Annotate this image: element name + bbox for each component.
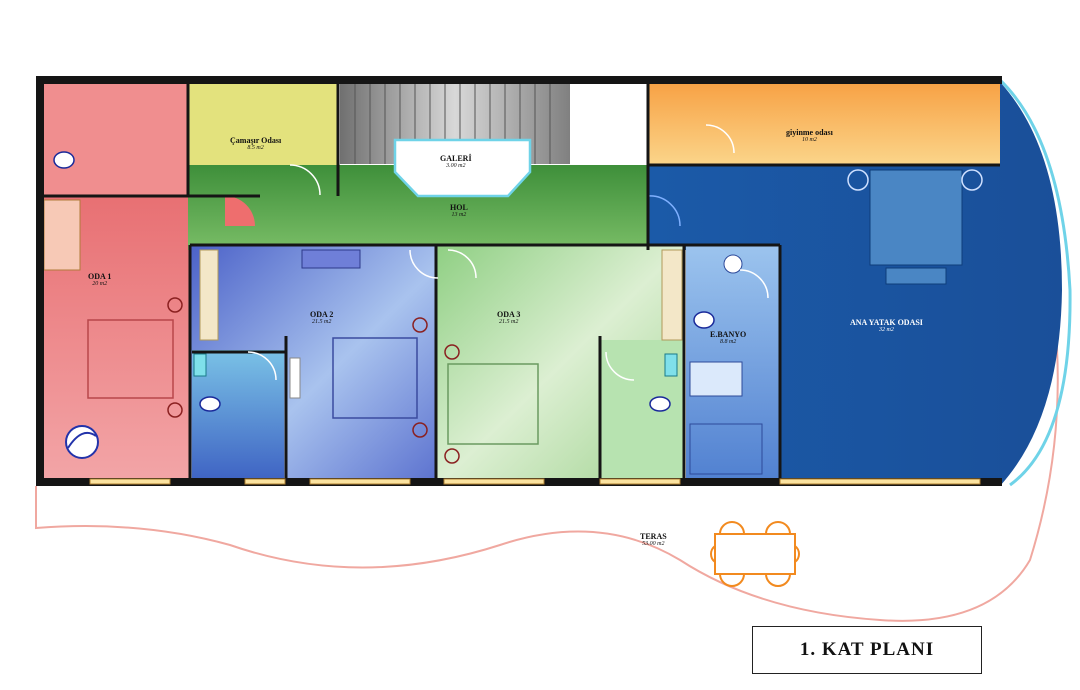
room-name: GALERİ [440,154,472,163]
terrace-table-set [710,521,800,587]
master-bed-bench [885,267,947,285]
nightstand-lamp-left [847,169,869,191]
tv-oda-2 [289,357,301,399]
label-e-banyo: E.BANYO 8.8 m2 [710,330,747,346]
inner-walls [42,82,1000,486]
room-area: 8.8 m2 [719,339,737,346]
room-area: 20 m2 [92,281,108,288]
toilet-icon [53,151,715,412]
door-swing-oda-1 [225,196,255,226]
label-oda-1: ODA 1 20 m2 [88,272,112,288]
label-hol: HOL 13 m2 [450,203,468,219]
master-curve-glass [998,78,1072,487]
nightstand-lamp-right [961,169,983,191]
bed-oda-3 [447,363,539,445]
room-name: giyinme odası [786,128,833,137]
room-area: 53.00 m2 [642,541,665,548]
label-galeri: GALERİ 3.00 m2 [440,154,472,170]
room-name: E.BANYO [710,330,747,339]
room-area: 10 m2 [802,137,817,144]
room-area: 3.00 m2 [446,163,466,170]
room-name: HOL [450,203,468,212]
closet-oda-3 [661,249,683,341]
room-area: 32 m2 [879,327,894,334]
label-oda-3: ODA 3 21.5 m2 [497,310,521,326]
room-name: ANA YATAK ODASI [850,318,923,327]
room-bath-oda-2 [192,350,284,486]
label-oda-2: ODA 2 21.5 m2 [310,310,334,326]
desk-oda-2 [301,249,361,269]
room-name: ODA 3 [497,310,521,319]
door-swing-hol [647,195,681,227]
vanity-e-banyo [689,361,743,397]
label-giyinme-odasi: giyinme odası 10 m2 [786,128,833,144]
stair-steps [354,84,551,164]
room-name: ODA 2 [310,310,334,319]
lamp-icon [167,297,460,464]
label-camasir-odasi: Çamaşır Odası 8.5 m2 [230,136,282,152]
room-wc-top-left [42,82,192,196]
room-giyinme-odasi [648,82,1000,165]
label-teras: TERAS 53.00 m2 [640,532,667,548]
bed-oda-1 [87,319,174,399]
sink-icon [193,353,678,377]
closet-oda-2 [199,249,219,341]
bed-oda-2 [332,337,418,419]
room-name: ODA 1 [88,272,112,281]
armchair-oda-1 [65,425,99,459]
ceiling-lamp-e-banyo [723,254,743,274]
door-swings [247,124,769,381]
room-area: 13 m2 [451,212,467,219]
closet-oda-1 [43,199,81,271]
label-ana-yatak-odasi: ANA YATAK ODASI 32 m2 [850,318,923,334]
plan-title: 1. KAT PLANI [752,626,982,674]
windows [89,478,981,485]
room-area: 8.5 m2 [247,145,264,152]
master-bed [869,169,963,266]
shower-e-banyo [689,423,763,475]
room-area: 21.5 m2 [499,319,519,326]
room-name: TERAS [640,532,667,541]
room-area: 21.5 m2 [312,319,332,326]
room-name: Çamaşır Odası [230,136,282,145]
galeri-void [393,138,532,198]
